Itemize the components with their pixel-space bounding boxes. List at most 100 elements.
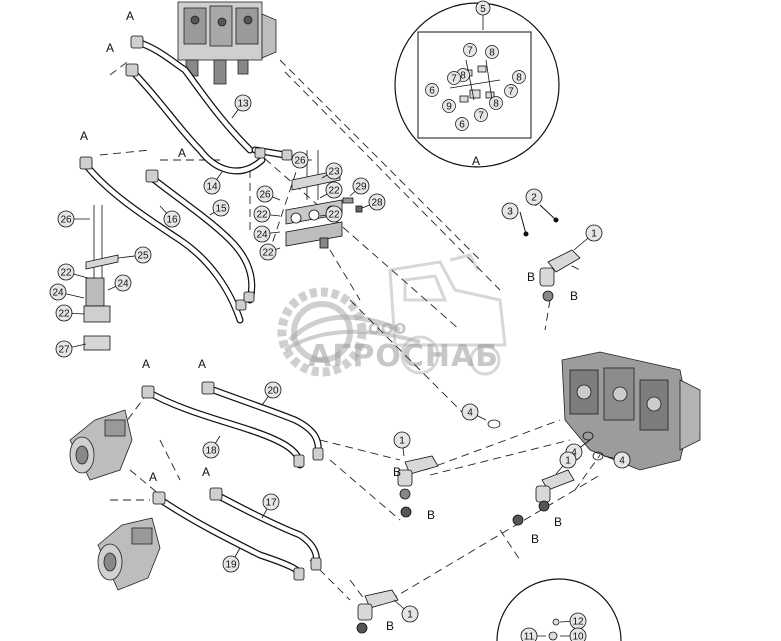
gear-logo-icon bbox=[277, 287, 421, 377]
callout-22: 22 bbox=[253, 205, 281, 223]
callout-22: 22 bbox=[259, 243, 281, 261]
svg-text:24: 24 bbox=[117, 279, 129, 290]
svg-text:22: 22 bbox=[328, 186, 340, 197]
view-letter-b: B bbox=[570, 289, 578, 303]
detail-a-callout-bubble bbox=[455, 117, 469, 131]
svg-text:24: 24 bbox=[256, 230, 268, 241]
watermark-line1: ООО bbox=[368, 320, 406, 338]
detail-a-callout-bubble bbox=[489, 96, 503, 110]
view-letter-a: A bbox=[178, 146, 186, 160]
elbow-fittings bbox=[356, 249, 604, 634]
detail-a-callout-bubble bbox=[425, 83, 439, 97]
svg-text:20: 20 bbox=[267, 386, 279, 397]
leader-lines bbox=[99, 59, 601, 601]
svg-text:1: 1 bbox=[565, 456, 571, 467]
view-letter-b: B bbox=[531, 532, 539, 546]
callout-1: 1 bbox=[393, 599, 419, 623]
svg-text:29: 29 bbox=[355, 182, 367, 193]
pump-assembly bbox=[561, 351, 701, 471]
detail-a-callout: 8 bbox=[460, 71, 466, 82]
view-letter-a: A bbox=[202, 465, 210, 479]
view-letter-a: A bbox=[149, 470, 157, 484]
callout-25: 25 bbox=[117, 246, 152, 264]
svg-text:14: 14 bbox=[206, 182, 218, 193]
view-letter-b: B bbox=[386, 619, 394, 633]
svg-text:25: 25 bbox=[137, 251, 149, 262]
callout-1: 1 bbox=[573, 224, 603, 251]
view-letter-b: B bbox=[554, 515, 562, 529]
callout-17: 17 bbox=[261, 493, 280, 519]
detail-a-callout: 9 bbox=[446, 102, 452, 113]
callout-22: 22 bbox=[319, 181, 343, 199]
detail-a-callout-bubble bbox=[447, 71, 461, 85]
detail-a-callout: 8 bbox=[493, 99, 499, 110]
detail-view-b bbox=[496, 578, 622, 641]
svg-text:22: 22 bbox=[328, 210, 340, 221]
watermark-line2: АГРОСНАБ bbox=[308, 339, 499, 374]
callout-19: 19 bbox=[222, 547, 241, 573]
svg-text:27: 27 bbox=[58, 345, 70, 356]
callout-22: 22 bbox=[55, 304, 85, 322]
detail-a-callout: 6 bbox=[429, 86, 435, 97]
view-letter-a: A bbox=[80, 129, 88, 143]
callout-28: 28 bbox=[361, 193, 386, 211]
callout-26: 26 bbox=[291, 151, 312, 169]
hydraulic-motor-lower bbox=[97, 517, 161, 591]
callout-26: 26 bbox=[57, 210, 90, 228]
callout-24: 24 bbox=[49, 283, 85, 301]
callout-24: 24 bbox=[107, 274, 132, 292]
callout-27: 27 bbox=[55, 340, 87, 358]
detail-a-callout: 8 bbox=[489, 48, 495, 59]
callout-12: 12 bbox=[559, 612, 587, 630]
callout-22: 22 bbox=[57, 263, 89, 281]
callout-24: 24 bbox=[253, 225, 281, 243]
svg-text:22: 22 bbox=[262, 248, 274, 259]
callout-20: 20 bbox=[261, 381, 282, 406]
detail-a-callout-bubble bbox=[463, 43, 477, 57]
svg-text:1: 1 bbox=[399, 436, 405, 447]
svg-text:28: 28 bbox=[371, 198, 383, 209]
callout-29: 29 bbox=[349, 177, 370, 197]
callout-11: 11 bbox=[520, 627, 546, 641]
callout-15: 15 bbox=[209, 199, 230, 217]
callout-13: 13 bbox=[231, 94, 252, 119]
callout-4: 4 bbox=[603, 451, 631, 469]
detail-a-caption: A bbox=[472, 154, 480, 168]
view-letter-b: B bbox=[527, 270, 535, 284]
svg-text:15: 15 bbox=[215, 204, 227, 215]
hydraulic-motor-upper bbox=[69, 409, 133, 481]
clamp-assembly-left bbox=[83, 205, 119, 351]
upper-hoses bbox=[82, 38, 289, 324]
svg-text:12: 12 bbox=[572, 617, 584, 628]
callout-3: 3 bbox=[501, 202, 519, 220]
callout-1: 1 bbox=[393, 431, 411, 457]
upper-hose-fittings bbox=[79, 35, 293, 311]
svg-text:18: 18 bbox=[205, 446, 217, 457]
svg-text:24: 24 bbox=[52, 288, 64, 299]
bolts-icon bbox=[519, 204, 559, 237]
callout-5: 5 bbox=[480, 4, 486, 15]
lower-hose-fittings bbox=[141, 381, 324, 581]
svg-text:4: 4 bbox=[467, 408, 473, 419]
callout-1: 1 bbox=[555, 451, 577, 475]
callout-16: 16 bbox=[159, 205, 181, 228]
control-valve-block bbox=[177, 1, 277, 85]
svg-text:11: 11 bbox=[524, 632, 535, 641]
svg-text:23: 23 bbox=[328, 167, 340, 178]
small-fitting-icon bbox=[548, 618, 560, 641]
svg-text:19: 19 bbox=[225, 560, 237, 571]
view-letter-a: A bbox=[126, 9, 134, 23]
detail-a-callout: 7 bbox=[451, 74, 457, 85]
watermark: ООО АГРОСНАБ bbox=[277, 253, 507, 377]
detail-a-callout: 7 bbox=[508, 87, 514, 98]
svg-text:2: 2 bbox=[531, 193, 537, 204]
svg-text:26: 26 bbox=[259, 190, 271, 201]
svg-text:16: 16 bbox=[166, 215, 178, 226]
svg-text:3: 3 bbox=[507, 207, 513, 218]
svg-text:13: 13 bbox=[237, 99, 249, 110]
svg-text:26: 26 bbox=[294, 156, 306, 167]
view-letter-b: B bbox=[427, 508, 435, 522]
